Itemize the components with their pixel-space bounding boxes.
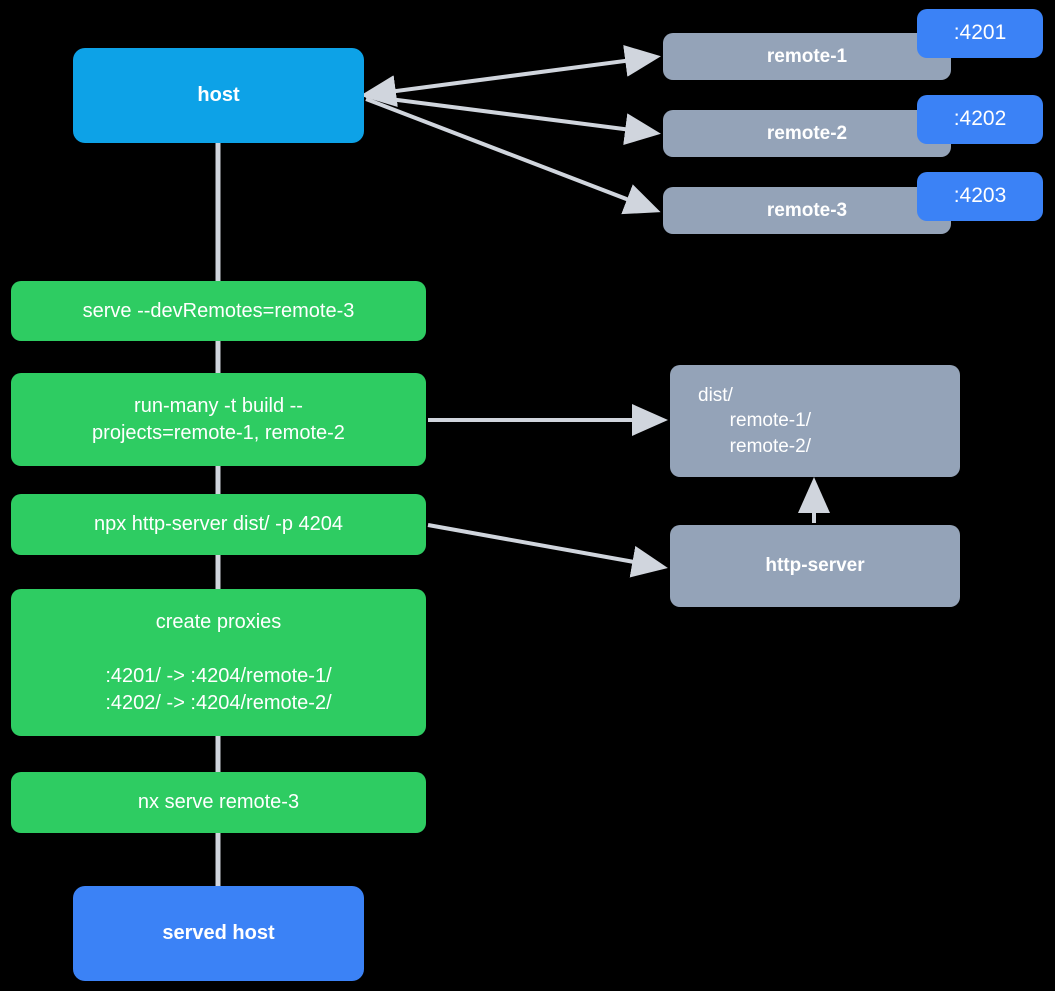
node-http-server-label: http-server <box>765 555 865 577</box>
node-command-create-proxies-label: create proxies :4201/ -> :4204/remote-1/… <box>105 610 332 714</box>
edge-host-to-remote-3 <box>365 97 661 215</box>
node-command-npx-http-server[interactable]: npx http-server dist/ -p 4204 <box>11 494 426 555</box>
edge-npx-to-httpserver <box>427 523 668 578</box>
node-command-npx-http-server-label: npx http-server dist/ -p 4204 <box>93 513 343 535</box>
node-remote-3[interactable]: remote-3 <box>663 187 951 234</box>
node-dist-folder[interactable]: dist/ remote-1/ remote-2/ <box>670 365 960 477</box>
node-remote-3-label: remote-3 <box>766 199 848 221</box>
node-served-host-label: served host <box>162 922 275 944</box>
edge-host-to-remote-1 <box>360 45 661 107</box>
node-command-run-many[interactable]: run-many -t build -- projects=remote-1, … <box>11 373 426 466</box>
node-remote-2-label: remote-2 <box>766 122 848 144</box>
badge-remote-1-port-label: :4201 <box>953 21 1007 45</box>
node-command-serve[interactable]: serve --devRemotes=remote-3 <box>11 281 426 341</box>
node-command-nx-serve-remote-3-label: nx serve remote-3 <box>137 791 300 813</box>
node-served-host[interactable]: served host <box>73 886 364 981</box>
node-command-nx-serve-remote-3[interactable]: nx serve remote-3 <box>11 772 426 833</box>
node-command-serve-label: serve --devRemotes=remote-3 <box>82 299 355 322</box>
badge-remote-3-port-label: :4203 <box>953 184 1007 208</box>
badge-remote-2-port[interactable]: :4202 <box>917 95 1043 144</box>
node-remote-1[interactable]: remote-1 <box>663 33 951 80</box>
node-command-create-proxies[interactable]: create proxies :4201/ -> :4204/remote-1/… <box>11 589 426 736</box>
node-remote-1-label: remote-1 <box>766 45 848 67</box>
node-host[interactable]: host <box>73 48 364 143</box>
badge-remote-1-port[interactable]: :4201 <box>917 9 1043 58</box>
badge-remote-2-port-label: :4202 <box>953 107 1007 131</box>
node-http-server[interactable]: http-server <box>670 525 960 607</box>
node-dist-folder-label: dist/ remote-1/ remote-2/ <box>698 384 811 457</box>
edge-host-to-remote-2 <box>365 94 661 146</box>
node-host-label: host <box>197 84 240 106</box>
node-remote-2[interactable]: remote-2 <box>663 110 951 157</box>
node-command-run-many-label: run-many -t build -- projects=remote-1, … <box>92 394 345 444</box>
badge-remote-3-port[interactable]: :4203 <box>917 172 1043 221</box>
